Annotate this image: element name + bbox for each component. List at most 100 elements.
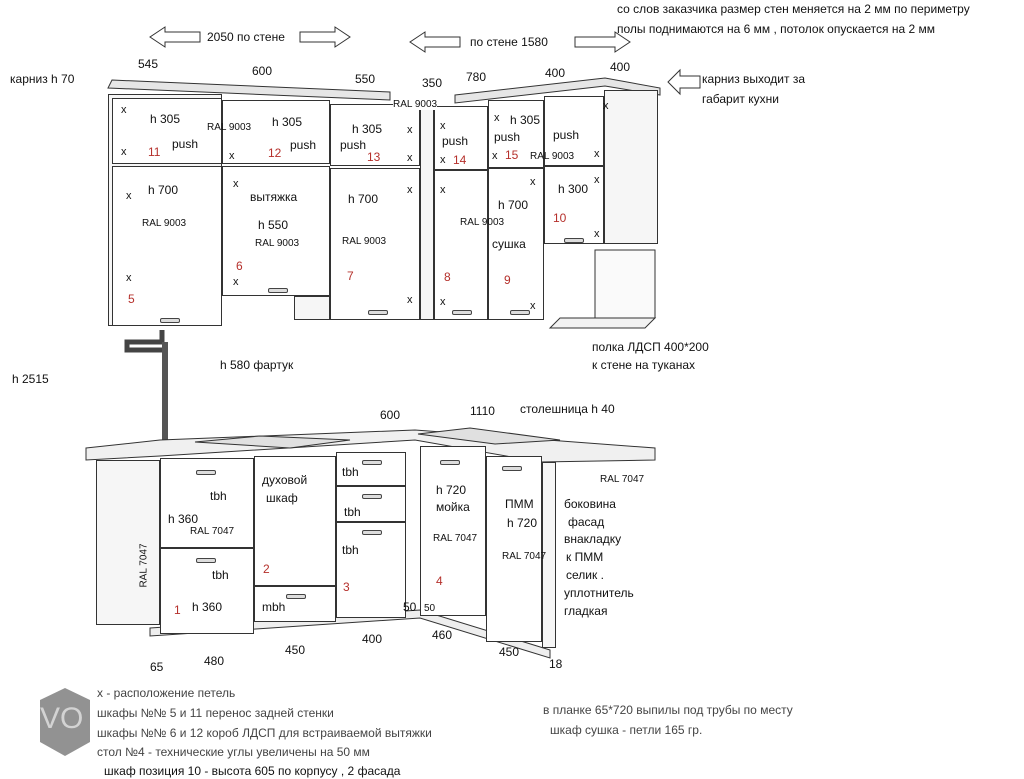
height-label: h 305 — [352, 122, 383, 136]
cabinet-5 — [112, 166, 222, 326]
dim: 350 — [422, 76, 443, 90]
ral-label: RAL 7047 — [190, 526, 235, 537]
dim: 1110 — [470, 404, 495, 418]
ral-label: RAL 9003 — [393, 99, 438, 110]
oven-drawer — [254, 586, 336, 622]
cabinet-7 — [330, 168, 420, 320]
height-label: h 305 — [272, 115, 303, 129]
apron-label: h 580 фартук — [220, 358, 294, 372]
countertop-label: столешница h 40 — [520, 402, 615, 416]
ral-label: RAL 9003 — [207, 122, 252, 133]
cabinet-number: 3 — [343, 580, 350, 594]
ral-label: RAL 9003 — [342, 236, 387, 247]
drawer-label: tbh — [344, 505, 361, 519]
cabinet-8 — [434, 170, 488, 320]
cabinet-11 — [112, 98, 222, 164]
hinge-mark: x — [440, 120, 446, 132]
side-note: боковина — [564, 497, 616, 511]
dim: 480 — [204, 654, 225, 668]
height-label: h 720 — [507, 516, 538, 530]
side-note: внакладку — [564, 532, 622, 546]
push-label: push — [494, 130, 521, 144]
hinge-mark: x — [233, 178, 239, 190]
cabinet-number: 5 — [128, 292, 135, 306]
hood-label: вытяжка — [250, 190, 298, 204]
cabinet-number: 1 — [174, 603, 181, 617]
side-note: фасад — [568, 515, 605, 529]
shelf — [548, 317, 657, 329]
note-top-2: полы поднимаются на 6 мм , потолок опуск… — [617, 22, 936, 36]
hinge-mark: x — [407, 184, 413, 196]
height-label: h 550 — [258, 218, 289, 232]
hinge-mark: x — [121, 146, 127, 158]
cabinet-number: 15 — [505, 148, 519, 162]
height-label: h 300 — [558, 182, 589, 196]
shelf-note: полка ЛДСП 400*200 — [592, 340, 709, 354]
oven-cabinet — [254, 456, 336, 586]
dishwasher-label: ПММ — [505, 497, 534, 511]
cabinet-13 — [330, 104, 420, 166]
cabinet-15 — [488, 100, 544, 168]
height-label: h 700 — [348, 192, 379, 206]
corner-filler — [420, 106, 434, 320]
cabinet-number: 7 — [347, 269, 354, 283]
drawer-3-1 — [336, 452, 406, 486]
total-height: h 2515 — [12, 372, 49, 386]
push-label: push — [340, 138, 367, 152]
cabinet-number: 8 — [444, 270, 451, 284]
hinge-mark: x — [530, 176, 536, 188]
sink-label: мойка — [436, 500, 470, 514]
ral-label: RAL 7047 — [502, 551, 547, 562]
cabinet-number: 10 — [553, 211, 567, 225]
hinge-mark: x — [126, 272, 132, 284]
ral-label: RAL 7047 — [600, 474, 645, 485]
hinge-mark: x — [530, 300, 536, 312]
sink-cabinet — [420, 446, 486, 616]
dim: 550 — [355, 72, 376, 86]
logo-text: EVO — [20, 702, 84, 735]
hinge-mark: x — [603, 100, 609, 112]
hinge-mark: x — [440, 296, 446, 308]
dim: 600 — [380, 408, 401, 422]
push-label: push — [290, 138, 317, 152]
note-top-1: со слов заказчика размер стен меняется н… — [617, 2, 970, 16]
side-note: гладкая — [564, 604, 608, 618]
arrow-right-icon — [574, 31, 631, 53]
dim: 450 — [499, 645, 520, 659]
oven-label: шкаф — [266, 491, 298, 505]
note-bottom: шкафы №№ 5 и 11 перенос задней стенки — [97, 706, 334, 720]
hinge-mark: x — [233, 276, 239, 288]
note-bottom: шкафы №№ 6 и 12 короб ЛДСП для встраивае… — [97, 726, 432, 740]
note-bottom: шкаф позиция 10 - высота 605 по корпусу … — [104, 764, 401, 778]
height-label: h 305 — [150, 112, 181, 126]
drawer-label: mbh — [262, 600, 286, 614]
push-label: push — [442, 134, 469, 148]
dim: 780 — [466, 70, 487, 84]
cornice-note: карниз выходит за — [702, 72, 806, 86]
dim: 545 — [138, 57, 159, 71]
hinge-mark: x — [126, 190, 132, 202]
cornice-label: карниз h 70 — [10, 72, 75, 86]
height-label: h 700 — [148, 183, 179, 197]
cabinet-number: 4 — [436, 574, 443, 588]
push-label: push — [553, 128, 580, 142]
note-right: в планке 65*720 выпилы под трубы по мест… — [543, 703, 793, 717]
dim: 460 — [432, 628, 453, 642]
cornice — [107, 77, 661, 104]
hinge-mark: x — [594, 174, 600, 186]
height-label: h 360 — [192, 600, 223, 614]
hinge-mark: x — [121, 104, 127, 116]
arrow-left-icon — [149, 26, 201, 48]
hinge-mark: x — [229, 150, 235, 162]
hinge-mark: x — [494, 112, 500, 124]
cabinet-upper-right — [544, 96, 604, 166]
cabinet-10 — [544, 166, 604, 244]
wall-right-dim: по стене 1580 — [470, 35, 548, 49]
dim: 18 — [549, 657, 563, 671]
dryer-label: сушка — [492, 237, 526, 251]
side-note: уплотнитель — [564, 586, 634, 600]
drawer-label: tbh — [210, 489, 227, 503]
cabinet-number: 2 — [263, 562, 270, 576]
logo — [40, 688, 90, 756]
